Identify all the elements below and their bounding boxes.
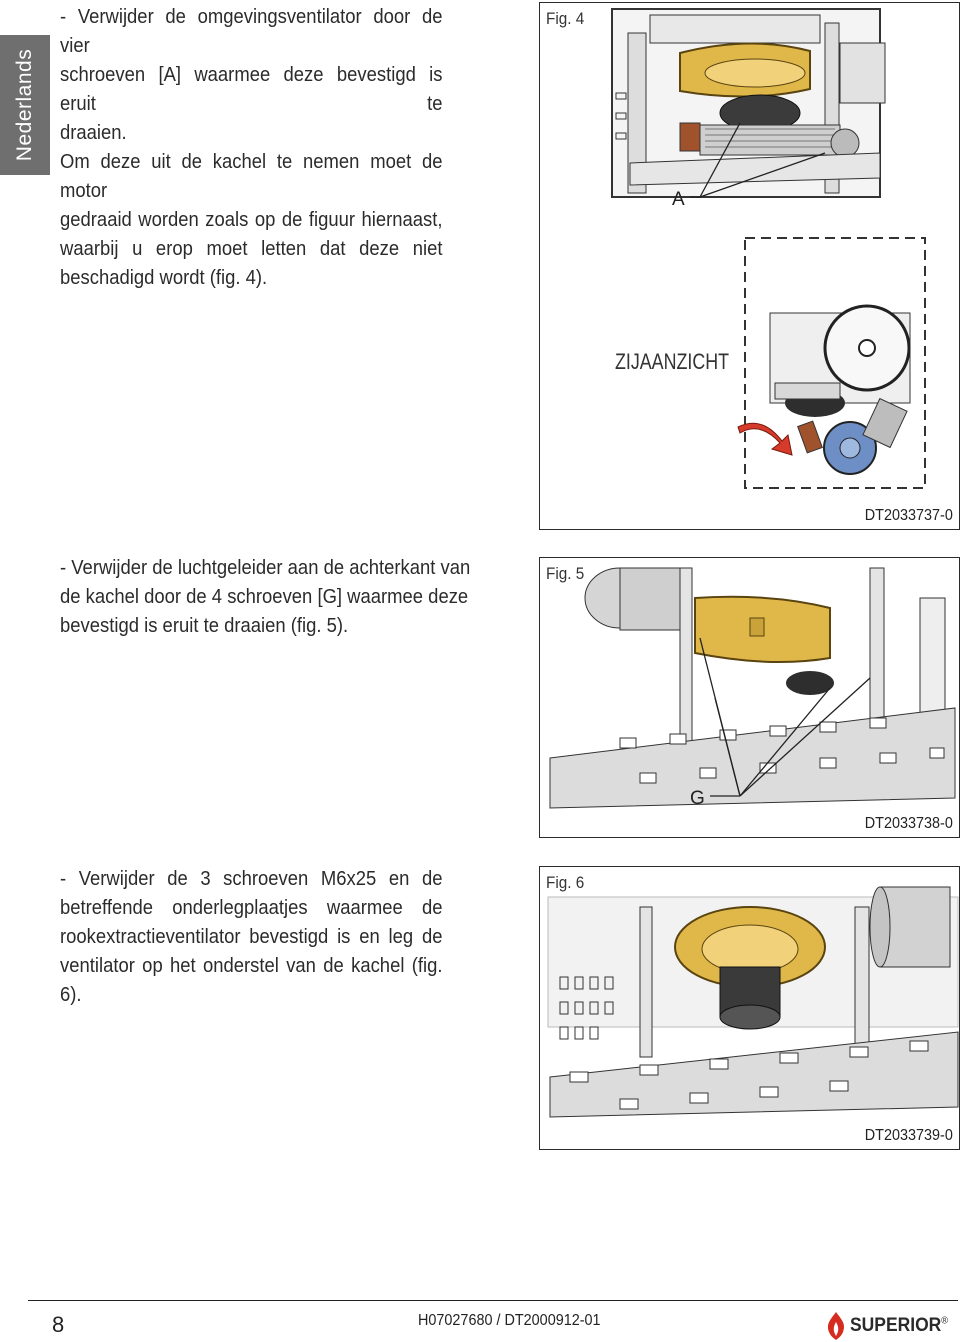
text-line: draaien. <box>60 121 127 144</box>
figure-code: DT2033739-0 <box>864 1127 953 1144</box>
instruction-paragraph-2: - Verwijder de luchtgeleider aan de acht… <box>60 553 483 640</box>
figure-code: DT2033738-0 <box>864 815 953 832</box>
instruction-paragraph-1: - Verwijder de omgevingsventilator door … <box>60 2 443 292</box>
smoke-fan-drawing <box>547 886 959 1118</box>
text-line: rookextractieventilator bevestigd is en … <box>60 925 443 948</box>
figure-5: Fig. 5 G DT2033738-0 <box>539 557 960 838</box>
text-line: waarbij u erop moet letten dat deze niet <box>60 237 443 260</box>
document-code: H07027680 / DT2000912-01 <box>418 1312 601 1329</box>
page-number: 8 <box>52 1312 65 1337</box>
text-line: - Verwijder de 3 schroeven M6x25 en de <box>60 867 443 890</box>
air-duct-drawing: G <box>549 567 956 809</box>
figure-4: Fig. 4 A <box>539 2 960 530</box>
brand-logo: SUPERIOR® <box>826 1311 957 1341</box>
text-line: de kachel door de 4 schroeven [G] waarme… <box>60 585 469 608</box>
figure-6: Fig. 6 DT2033739-0 <box>539 866 960 1150</box>
figure-label: Fig. 5 <box>546 564 585 583</box>
callout-g: G <box>690 788 705 809</box>
flame-icon <box>827 1312 845 1340</box>
language-tab-label: Nederlands <box>13 48 36 162</box>
instruction-paragraph-3: - Verwijder de 3 schroeven M6x25 en de b… <box>60 864 443 1009</box>
figure-label: Fig. 6 <box>546 873 585 892</box>
language-tab: Nederlands <box>0 35 50 175</box>
text-line: betreffende onderlegplaatjes waarmee de <box>60 896 443 919</box>
footer-divider <box>28 1300 958 1301</box>
text-line: - Verwijder de luchtgeleider aan de acht… <box>60 556 471 579</box>
figure-label: Fig. 4 <box>546 9 585 28</box>
text-line: bevestigd is eruit te draaien (fig. 5). <box>60 614 349 637</box>
fan-assembly-drawing: A ZIJAANZICHT <box>611 8 926 489</box>
figure-code: DT2033737-0 <box>864 507 953 524</box>
text-line: gedraaid worden zoals op de figuur hiern… <box>60 208 443 231</box>
brand-name: SUPERIOR® <box>850 1315 949 1336</box>
text-line: ventilator op het onderstel van de kache… <box>60 954 443 1006</box>
text-line: beschadigd wordt (fig. 4). <box>60 266 268 289</box>
text-line: schroeven [A] waarmee deze bevestigd is … <box>60 63 443 115</box>
view-label: ZIJAANZICHT <box>615 349 729 374</box>
callout-a: A <box>672 189 685 210</box>
text-line: Om deze uit de kachel te nemen moet de m… <box>60 150 443 202</box>
text-line: - Verwijder de omgevingsventilator door … <box>60 5 443 57</box>
